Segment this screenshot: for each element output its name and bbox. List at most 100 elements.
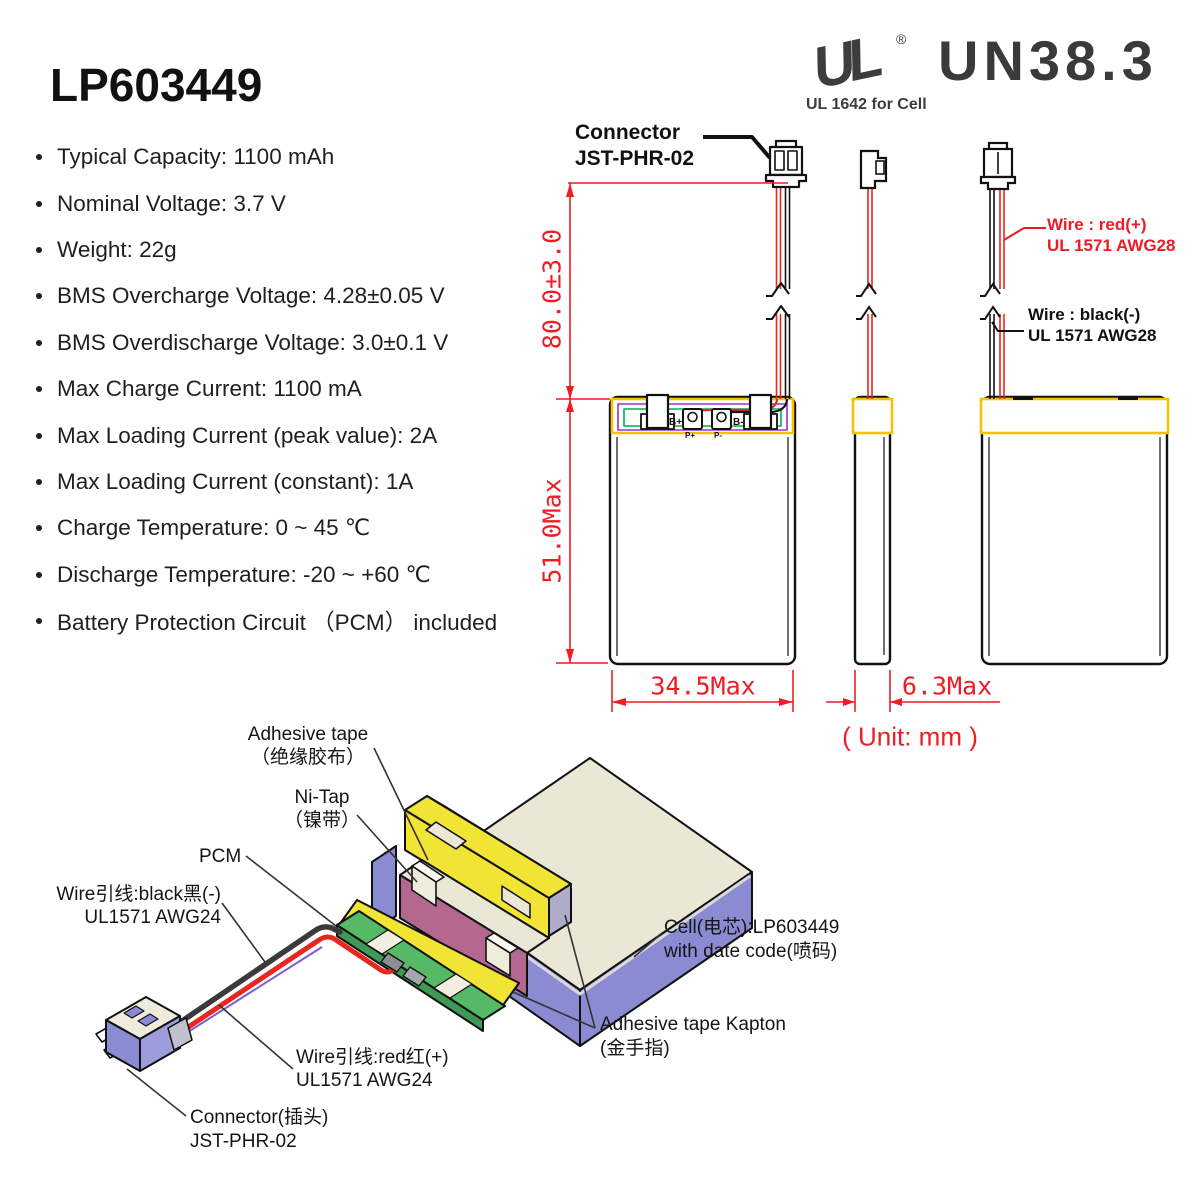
tab-mark xyxy=(1013,396,1033,400)
wire-red-line2: UL 1571 AWG28 xyxy=(1047,236,1176,255)
bullet-icon xyxy=(36,293,42,300)
label-p-minus: P- xyxy=(714,431,722,440)
tape-band-endcap xyxy=(548,883,572,937)
un38-3-mark: UN38.3 xyxy=(938,29,1158,92)
rear-view xyxy=(979,141,1170,666)
connector-callout-line1: Connector xyxy=(575,121,680,144)
spec-item: Weight: 22g xyxy=(36,227,497,273)
wire-red-leader xyxy=(1003,227,1046,241)
ul-caption: UL 1642 for Cell xyxy=(806,96,927,113)
ni-tap-line1: Ni-Tap xyxy=(294,787,350,808)
bullet-icon xyxy=(36,386,42,393)
tape-cutout xyxy=(501,885,531,919)
spec-text: Weight: 22g xyxy=(57,236,177,262)
spec-item: BMS Overdischarge Voltage: 3.0±0.1 V xyxy=(36,320,497,366)
spec-item: Charge Temperature: 0 ~ 45 ℃ xyxy=(36,505,497,551)
svg-text:UL: UL xyxy=(807,23,887,98)
bullet-icon xyxy=(36,525,42,532)
wire-red-line1: Wire : red(+) xyxy=(1047,215,1147,234)
spec-text: Discharge Temperature: -20 ~ +60 ℃ xyxy=(57,561,431,587)
tape-cutout xyxy=(425,821,467,850)
tab-b-minus xyxy=(748,393,773,430)
spec-list: Typical Capacity: 1100 mAh Nominal Volta… xyxy=(36,134,497,644)
iso-wire-red-callout: Wire引线:red红(+) UL1571 AWG24 xyxy=(296,1046,449,1092)
spec-item: Max Loading Current (constant): 1A xyxy=(36,459,497,505)
page-title: LP603449 xyxy=(50,59,263,111)
bullet-icon xyxy=(36,571,42,578)
spec-text: Max Charge Current: 1100 mA xyxy=(57,376,362,402)
iso-wire-black-callout: Wire引线:black黑(-) UL1571 AWG24 xyxy=(25,883,221,929)
adhesive-strip-rear xyxy=(979,397,1170,435)
spec-item: Discharge Temperature: -20 ~ +60 ℃ xyxy=(36,552,497,598)
battery-rear-outline xyxy=(980,395,1169,666)
pcm-callout: PCM xyxy=(199,846,242,867)
kapton-callout-line1: Adhesive tape Kapton xyxy=(600,1014,786,1035)
iso-black-wire xyxy=(157,924,343,1039)
board-component xyxy=(402,966,427,987)
bullet-icon xyxy=(36,154,42,161)
spec-text: Battery Protection Circuit （PCM） include… xyxy=(57,610,498,636)
ni-tap-callout: Ni-Tap （镍带） xyxy=(266,786,378,832)
adhesive-tape-callout: Adhesive tape （绝缘胶布） xyxy=(230,723,386,769)
iso-connector-callout: Connector(插头) JST-PHR-02 xyxy=(190,1106,328,1154)
dim-total-height: 80.0±3.0 xyxy=(537,228,567,350)
adhesive-tape-line1: Adhesive tape xyxy=(247,724,369,745)
cell-callout: Cell(电芯):LP603449 with date code(喷码) xyxy=(664,916,839,964)
bullet-icon xyxy=(36,339,42,346)
ni-tab xyxy=(485,937,511,977)
ni-tab xyxy=(411,865,437,907)
spec-item: Max Charge Current: 1100 mA xyxy=(36,366,497,412)
side-view xyxy=(851,149,894,666)
bullet-icon xyxy=(36,618,42,625)
bullet-icon xyxy=(36,200,42,207)
tab-mark xyxy=(1118,396,1138,400)
spec-text: BMS Overcharge Voltage: 4.28±0.05 V xyxy=(57,283,445,309)
spec-item: Nominal Voltage: 3.7 V xyxy=(36,180,497,226)
board-component xyxy=(380,952,405,973)
wire-black-callout: Wire : black(-) UL 1571 AWG28 xyxy=(1028,304,1157,346)
wire-break-mark xyxy=(766,282,790,297)
tab-b-plus xyxy=(645,393,670,430)
wire-black-leader xyxy=(991,321,1024,332)
iso-jst-connector xyxy=(95,996,193,1072)
connector-callout: Connector JST-PHR-02 xyxy=(575,120,694,172)
connector-callout-line2: JST-PHR-02 xyxy=(575,147,695,170)
wire-black-line1: Wire : black(-) xyxy=(1028,305,1141,324)
adhesive-strip-side xyxy=(851,397,894,435)
ni-tap-line2: （镍带） xyxy=(283,810,360,831)
wire-break-mark xyxy=(766,305,790,320)
registered-mark-icon: ® xyxy=(896,31,907,47)
cell-callout-line1: Cell(电芯):LP603449 xyxy=(664,917,840,938)
wire-break-mark xyxy=(856,282,877,297)
iso-wire-red-line1: Wire引线:red红(+) xyxy=(296,1047,449,1068)
cell-callout-line2: with date code(喷码) xyxy=(664,941,838,962)
dim-thickness: 6.3Max xyxy=(901,671,993,701)
label-b-minus: B- xyxy=(733,417,744,428)
exploded-iso-view xyxy=(95,747,753,1117)
spec-item: Typical Capacity: 1100 mAh xyxy=(36,134,497,180)
front-view: B+ B- P+ P- xyxy=(608,135,808,666)
spec-item: Max Loading Current (peak value): 2A xyxy=(36,412,497,458)
dim-body-height: 51.0Max xyxy=(537,478,567,584)
iso-connector-line2: JST-PHR-02 xyxy=(190,1131,297,1152)
wire-red-callout: Wire : red(+) UL 1571 AWG28 xyxy=(1047,214,1176,256)
spec-text: Nominal Voltage: 3.7 V xyxy=(57,190,286,216)
iso-wire-black-line2: UL1571 AWG24 xyxy=(84,907,221,928)
kapton-callout-line2: (金手指) xyxy=(600,1038,670,1059)
spec-item: Battery Protection Circuit （PCM） include… xyxy=(36,598,497,644)
rear-wire-bundle xyxy=(980,188,1005,399)
spec-text: Typical Capacity: 1100 mAh xyxy=(57,144,335,170)
connector-leader-line xyxy=(703,135,772,160)
bullet-icon xyxy=(36,478,42,485)
spec-text: Max Loading Current (peak value): 2A xyxy=(57,422,438,448)
ul-logo-icon: UL ® xyxy=(807,23,907,98)
connector-rear-view xyxy=(979,141,1017,191)
spec-text: BMS Overdischarge Voltage: 3.0±0.1 V xyxy=(57,329,449,355)
wire-black-line2: UL 1571 AWG28 xyxy=(1028,326,1157,345)
wire-break-mark xyxy=(980,282,1001,297)
iso-connector-line1: Connector(插头) xyxy=(190,1107,329,1128)
connector-front-view xyxy=(764,139,808,189)
unit-note: ( Unit: mm ) xyxy=(842,721,978,752)
pcm-board-segment xyxy=(433,973,473,999)
